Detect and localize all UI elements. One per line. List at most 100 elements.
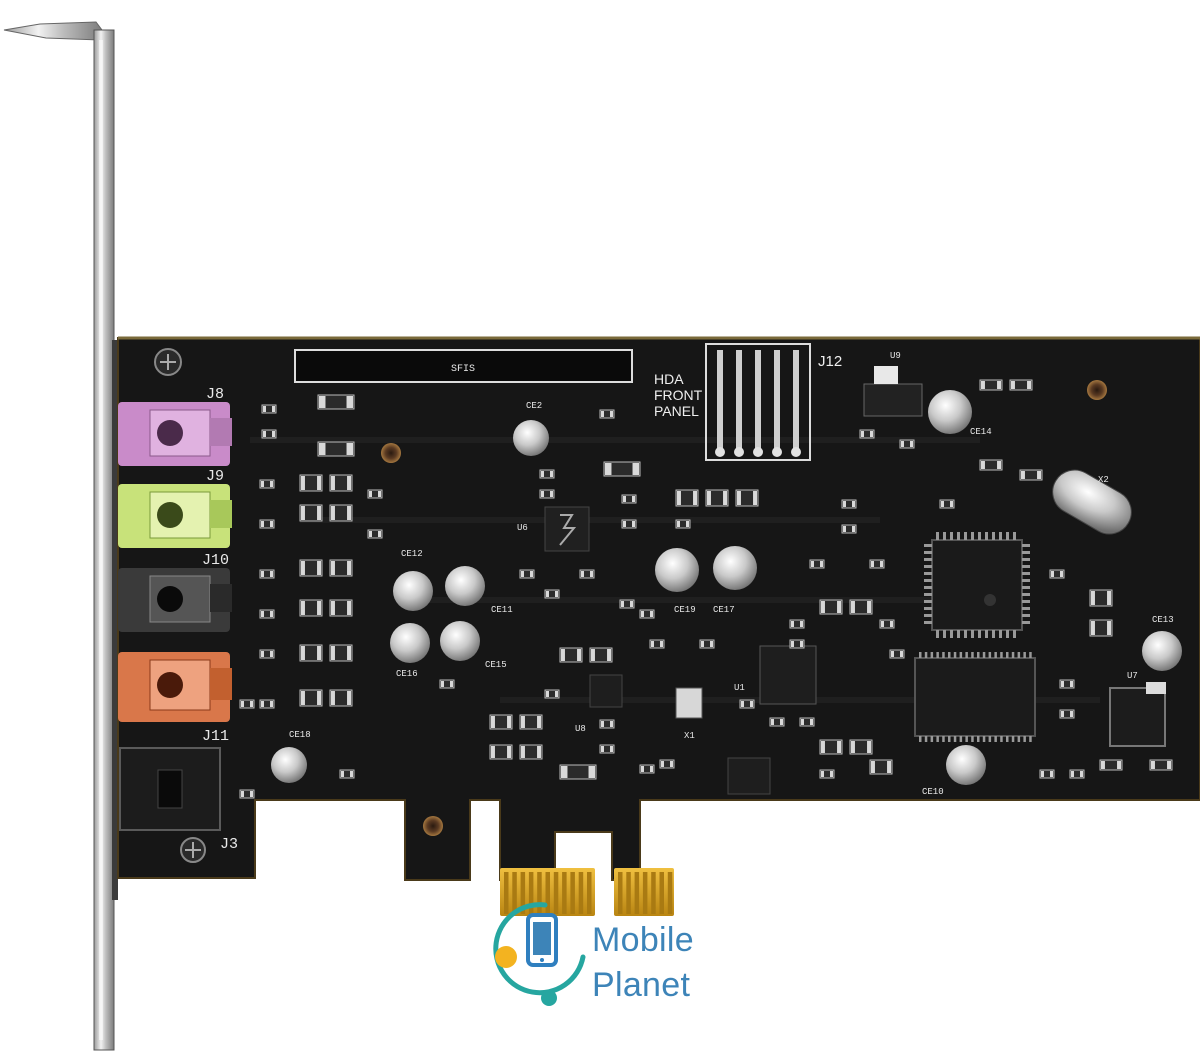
smd-terminal <box>843 526 846 532</box>
smd-terminal <box>605 463 612 475</box>
smd-terminal <box>871 761 875 773</box>
smd-terminal <box>270 611 273 617</box>
smd-part <box>789 639 805 649</box>
smd-terminal <box>852 526 855 532</box>
smd-part <box>639 764 655 774</box>
smd-terminal <box>341 771 344 777</box>
chip-pin <box>964 630 967 638</box>
smd-terminal <box>521 571 524 577</box>
audio-jacks: J8 J9 J10 J11 <box>118 386 232 745</box>
smd-part <box>299 504 323 522</box>
smd-terminal <box>780 719 783 725</box>
jack-j10 <box>118 568 232 632</box>
gold-finger <box>528 872 534 914</box>
gold-finger <box>520 872 526 914</box>
chip-pin <box>971 652 974 658</box>
chip-u1: U1 <box>734 645 817 705</box>
smd-part <box>619 599 635 609</box>
watermark-line-1: Mobile <box>592 921 694 959</box>
smd-terminal <box>331 506 335 520</box>
header-pin <box>793 350 799 450</box>
smd-part <box>675 519 691 529</box>
smd-terminal <box>610 411 613 417</box>
gold-finger <box>570 872 575 914</box>
chip-pin <box>1013 532 1016 540</box>
logo-dot-yellow <box>495 946 517 968</box>
smd-terminal <box>810 719 813 725</box>
smd-terminal <box>610 721 613 727</box>
chip-pin <box>924 579 932 582</box>
smd-terminal <box>1117 761 1121 769</box>
smd-part <box>889 649 905 659</box>
smd-terminal <box>601 746 604 752</box>
smd-terminal <box>891 651 894 657</box>
jack-label-j8: J8 <box>206 386 224 403</box>
smd-terminal <box>441 681 444 687</box>
chip-pin <box>1022 593 1030 596</box>
smd-terminal <box>537 716 541 728</box>
smd-part <box>259 609 275 619</box>
regulator-label-u7: U7 <box>1127 671 1138 681</box>
chip-pin <box>992 630 995 638</box>
gold-finger <box>642 872 648 914</box>
chip-pin <box>971 630 974 638</box>
cap-label-ce14: CE14 <box>970 427 992 437</box>
smd-terminal <box>241 701 244 707</box>
smd-part <box>819 599 843 615</box>
smd-part <box>339 769 355 779</box>
header-pin <box>755 350 761 450</box>
cap-label-ce18: CE18 <box>289 730 311 740</box>
smd-terminal <box>450 681 453 687</box>
smd-part <box>869 559 885 569</box>
front-panel-header: J12 HDA FRONT PANEL <box>654 343 842 461</box>
chip-pin <box>924 607 932 610</box>
smd-terminal <box>641 611 644 617</box>
smd-terminal <box>1061 711 1064 717</box>
smd-terminal <box>686 521 689 527</box>
smd-terminal <box>350 771 353 777</box>
smd-terminal <box>241 791 244 797</box>
smd-part <box>259 649 275 659</box>
smd-terminal <box>1027 381 1031 389</box>
smd-part <box>1059 709 1075 719</box>
chip-pin <box>943 532 946 540</box>
metal-bracket <box>3 21 118 1051</box>
smd-terminal <box>1070 681 1073 687</box>
smd-part <box>259 519 275 529</box>
smd-terminal <box>1021 471 1025 479</box>
chip-pin <box>965 736 968 742</box>
header-text-3: PANEL <box>654 403 699 419</box>
watermark-line-2: Planet <box>592 966 691 1004</box>
chip-pin <box>992 532 995 540</box>
smd-part <box>519 569 535 579</box>
smd-part <box>329 474 353 492</box>
gold-finger <box>545 872 550 914</box>
gold-finger <box>578 872 584 914</box>
smd-part <box>705 489 729 507</box>
smd-part <box>799 717 815 727</box>
smd-part <box>621 494 637 504</box>
smd-part <box>1059 679 1075 689</box>
smd-terminal <box>997 461 1001 469</box>
smd-part <box>1049 569 1065 579</box>
smd-terminal <box>301 476 305 490</box>
smd-part <box>599 409 615 419</box>
smd-terminal <box>1091 621 1095 635</box>
chip-pin <box>924 652 928 658</box>
smd-terminal <box>1080 771 1083 777</box>
jack-label-j9: J9 <box>206 468 224 485</box>
smd-part <box>1039 769 1055 779</box>
smd-terminal <box>250 791 253 797</box>
smd-terminal <box>546 691 549 697</box>
smd-part <box>849 599 873 615</box>
chip-pin <box>1029 652 1032 658</box>
smd-part <box>317 394 355 410</box>
smd-terminal <box>871 561 874 567</box>
chip-pin <box>971 736 974 742</box>
chip-pin <box>1022 621 1030 624</box>
smd-terminal <box>870 431 873 437</box>
chip-pin <box>1017 736 1021 742</box>
smd-terminal <box>941 501 944 507</box>
smd-part <box>859 429 875 439</box>
smd-part <box>1089 619 1113 637</box>
